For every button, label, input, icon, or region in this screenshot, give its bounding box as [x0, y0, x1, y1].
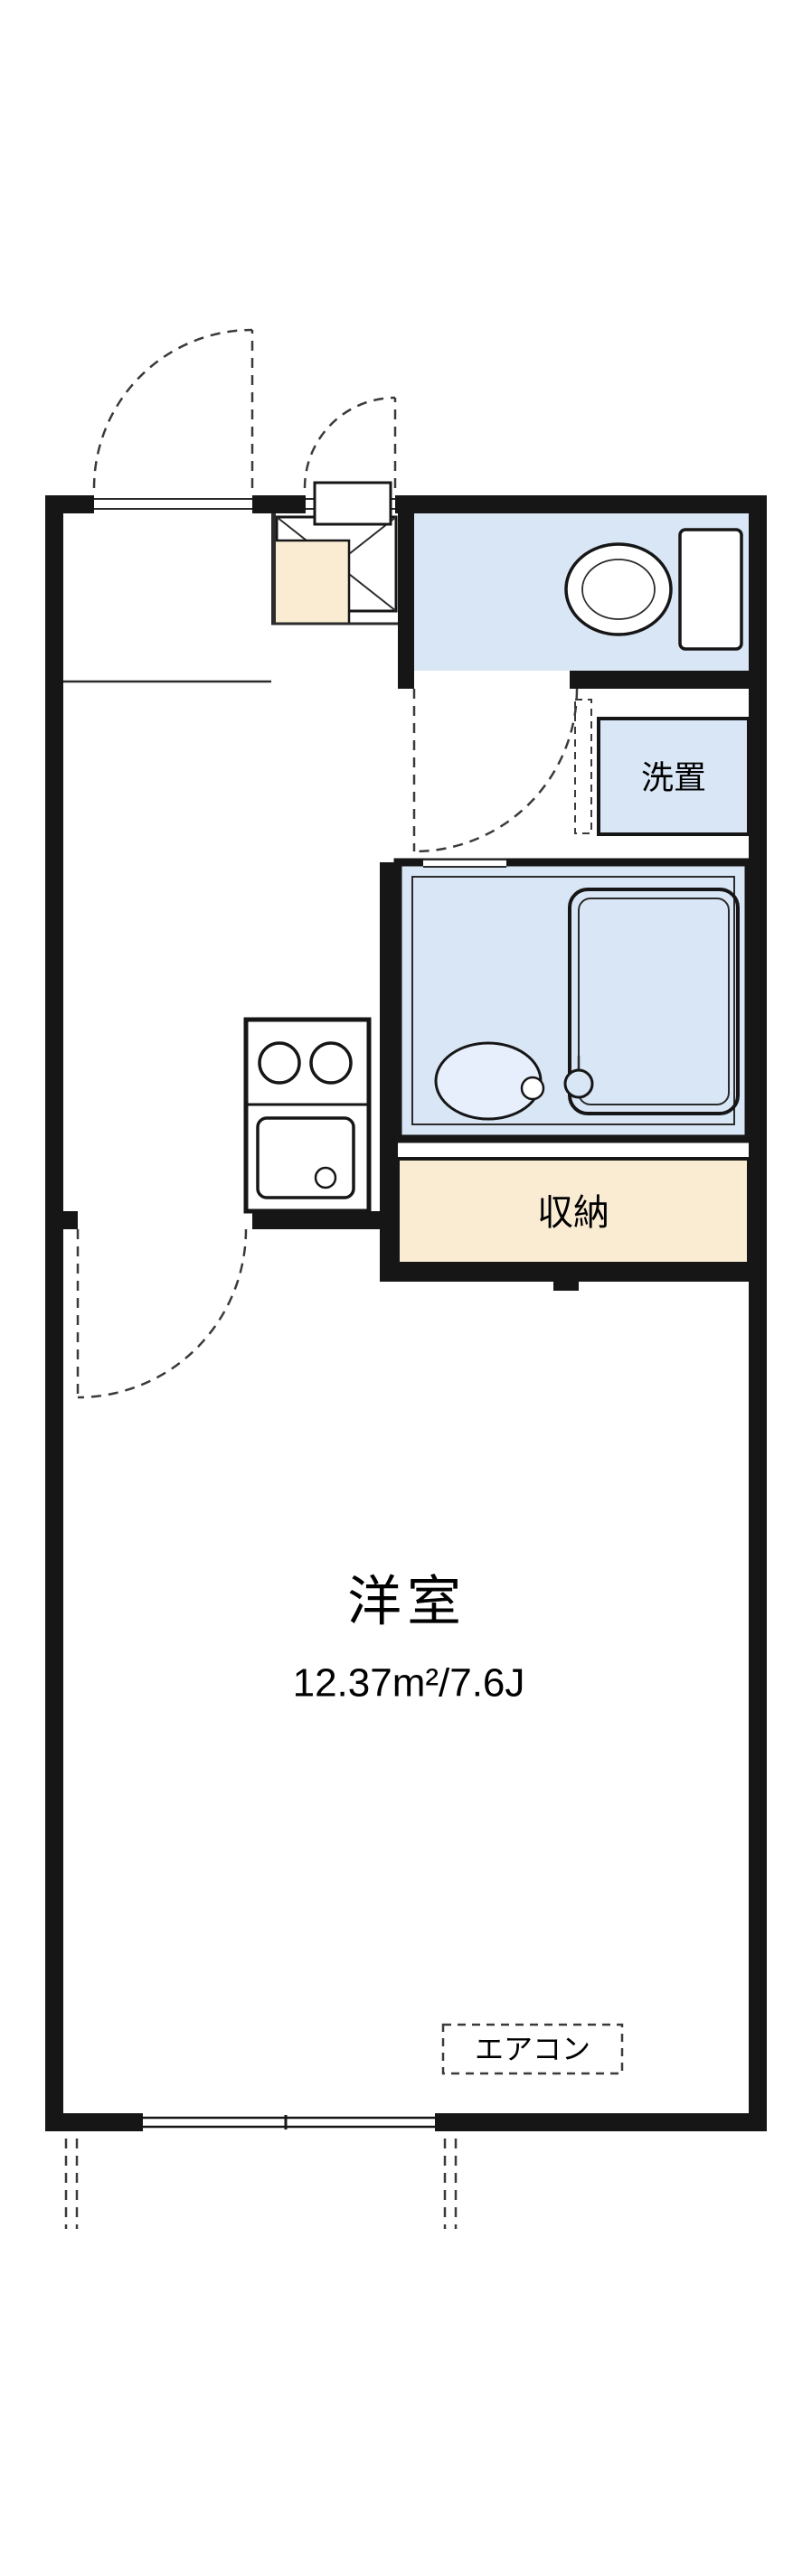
genkan-floor	[271, 539, 351, 625]
entrance-door-arc	[92, 328, 254, 489]
laundry-space	[597, 717, 751, 836]
laundry-label: 洗置	[641, 759, 706, 796]
window-bottom	[143, 2115, 435, 2129]
toilet-icon	[564, 528, 743, 651]
room-door-arc	[76, 1228, 248, 1399]
bathtub-icon	[563, 888, 740, 1115]
aircon-box: エアコン	[441, 2023, 624, 2075]
kitchen-sink-icon	[256, 1116, 355, 1199]
storage-room	[396, 1157, 751, 1291]
genkan-partition	[271, 513, 276, 624]
main-room: 洋室 12.37m²/7.6J	[293, 1572, 525, 1706]
outer-wall	[45, 495, 767, 2131]
bathroom	[393, 858, 753, 1143]
aircon-label: エアコン	[475, 2033, 590, 2065]
kitchen-unit	[243, 1017, 372, 1214]
bathroom-door	[423, 859, 506, 867]
meter-box	[313, 481, 392, 526]
stove-burners-icon	[258, 1041, 353, 1085]
main-room-label: 洋室	[347, 1572, 467, 1632]
main-room-area-label: 12.37m²/7.6J	[293, 1661, 525, 1706]
washbasin-icon	[434, 1041, 545, 1121]
fold-door	[574, 699, 592, 834]
interior-walls	[45, 513, 767, 1282]
storage-label: 収納	[537, 1193, 609, 1233]
balcony-lines	[64, 2139, 458, 2229]
toilet-door-arc	[412, 688, 579, 853]
sub-door-arc	[303, 396, 397, 489]
